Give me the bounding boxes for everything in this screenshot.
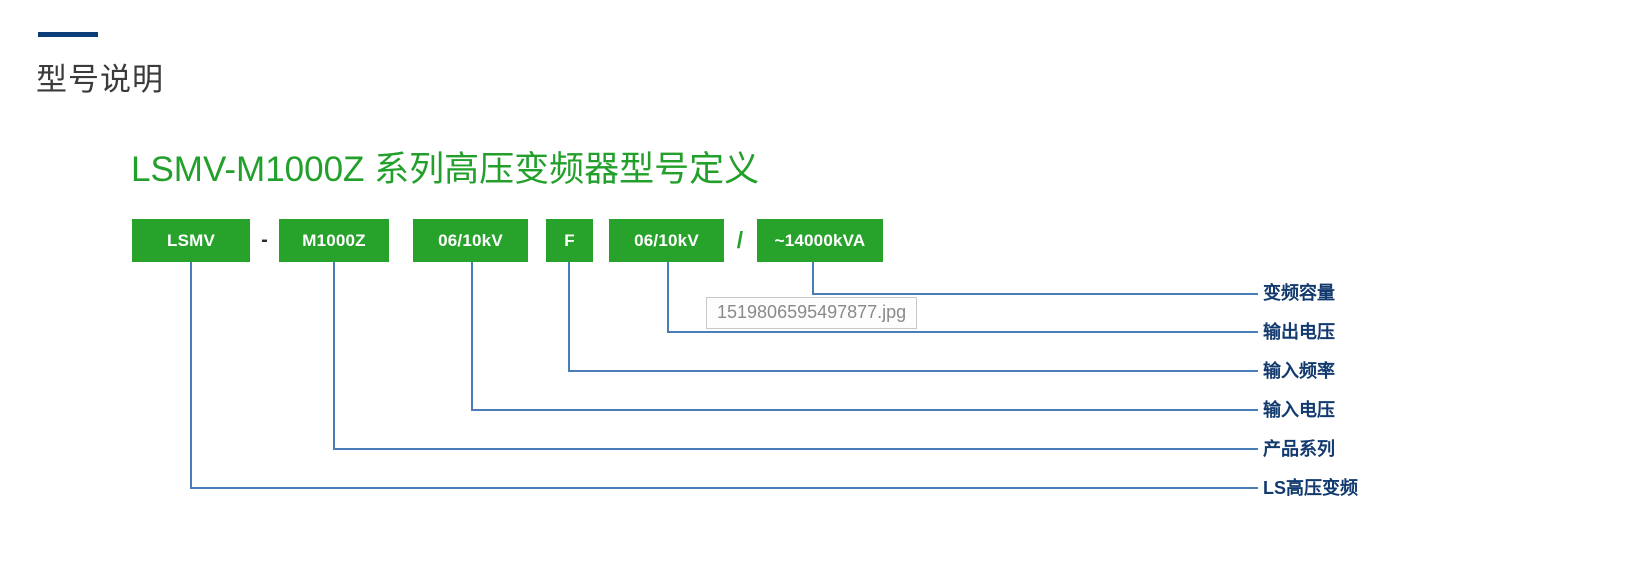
- code-segment-box: 06/10kV: [609, 219, 724, 262]
- leader-line-horizontal: [333, 448, 1258, 450]
- separator-slash: /: [736, 227, 744, 253]
- leader-line-horizontal: [190, 487, 1258, 489]
- leader-line-vertical: [190, 262, 192, 489]
- code-segment-box: M1000Z: [279, 219, 389, 262]
- filename-tooltip: 1519806595497877.jpg: [706, 297, 918, 329]
- code-segment-box: LSMV: [132, 219, 250, 262]
- code-segment-box: ~14000kVA: [757, 219, 883, 262]
- diagram-heading: LSMV-M1000Z 系列高压变频器型号定义: [131, 150, 760, 189]
- leader-line-vertical: [812, 262, 814, 295]
- leader-label: 产品系列: [1263, 439, 1335, 459]
- leader-label: LS高压变频: [1263, 478, 1359, 498]
- leader-line-horizontal: [812, 293, 1258, 295]
- leader-label: 变频容量: [1263, 283, 1335, 303]
- leader-line-horizontal: [471, 409, 1258, 411]
- page-title: 型号说明: [36, 62, 164, 97]
- leader-label: 输入电压: [1263, 400, 1335, 420]
- leader-line-vertical: [568, 262, 570, 372]
- leader-line-vertical: [471, 262, 473, 411]
- leader-label: 输出电压: [1263, 322, 1335, 342]
- leader-label: 输入频率: [1263, 361, 1335, 381]
- header-accent-bar: [38, 32, 98, 37]
- separator-dash: -: [261, 229, 268, 251]
- code-segment-box: F: [546, 219, 593, 262]
- leader-line-horizontal: [568, 370, 1258, 372]
- leader-line-vertical: [333, 262, 335, 450]
- leader-line-horizontal: [667, 331, 1258, 333]
- leader-line-vertical: [667, 262, 669, 333]
- code-segment-box: 06/10kV: [413, 219, 528, 262]
